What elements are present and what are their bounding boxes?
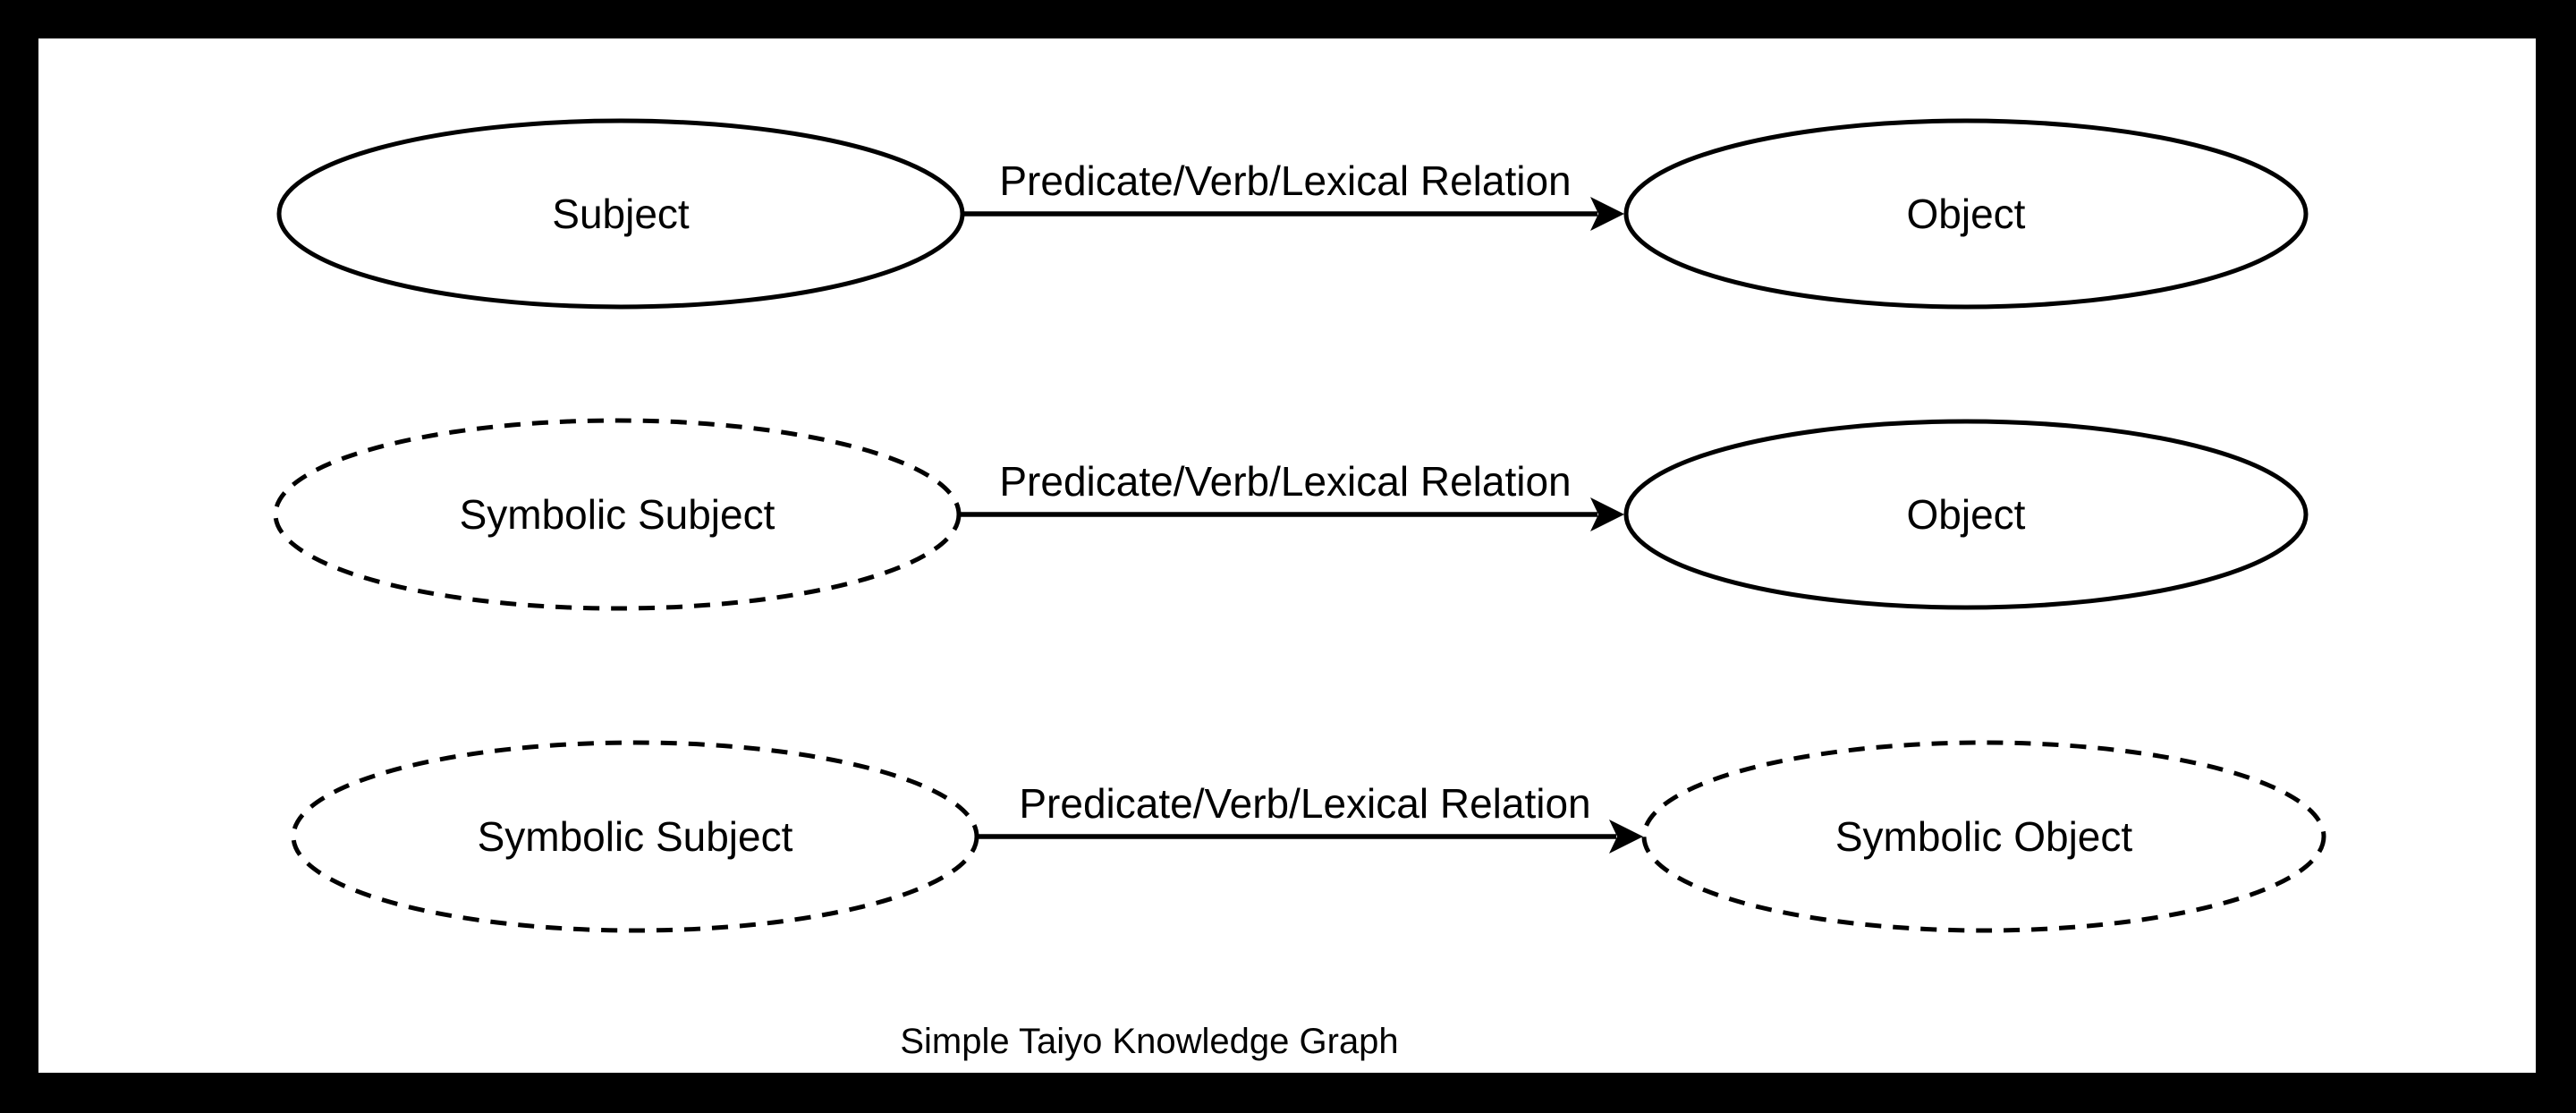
subject-node-label: Subject: [552, 191, 690, 237]
arrowhead-icon: [1590, 197, 1624, 231]
object-node: [1623, 118, 2309, 310]
predicate-edge-label: Predicate/Verb/Lexical Relation: [999, 458, 1571, 505]
arrowhead-icon: [1609, 820, 1643, 854]
object-node-label: Object: [1907, 191, 2026, 237]
triple-row-1: Subject Predicate/Verb/Lexical Relation …: [276, 118, 2309, 310]
triple-row-3: Symbolic Subject Predicate/Verb/Lexical …: [291, 740, 2326, 933]
symbolic-object-node: [1641, 740, 2326, 933]
triple-row-2: Symbolic Subject Predicate/Verb/Lexical …: [273, 418, 2309, 611]
symbolic-object-node-label: Symbolic Object: [1835, 813, 2133, 860]
object-node: [1623, 419, 2309, 610]
predicate-edge-label: Predicate/Verb/Lexical Relation: [999, 157, 1571, 204]
symbolic-subject-node-label: Symbolic Subject: [478, 813, 793, 860]
predicate-edge-label: Predicate/Verb/Lexical Relation: [1019, 780, 1590, 827]
arrowhead-icon: [1590, 497, 1624, 531]
symbolic-subject-node-label: Symbolic Subject: [460, 491, 775, 538]
object-node-label: Object: [1907, 491, 2026, 538]
diagram-caption: Simple Taiyo Knowledge Graph: [900, 1022, 1398, 1061]
